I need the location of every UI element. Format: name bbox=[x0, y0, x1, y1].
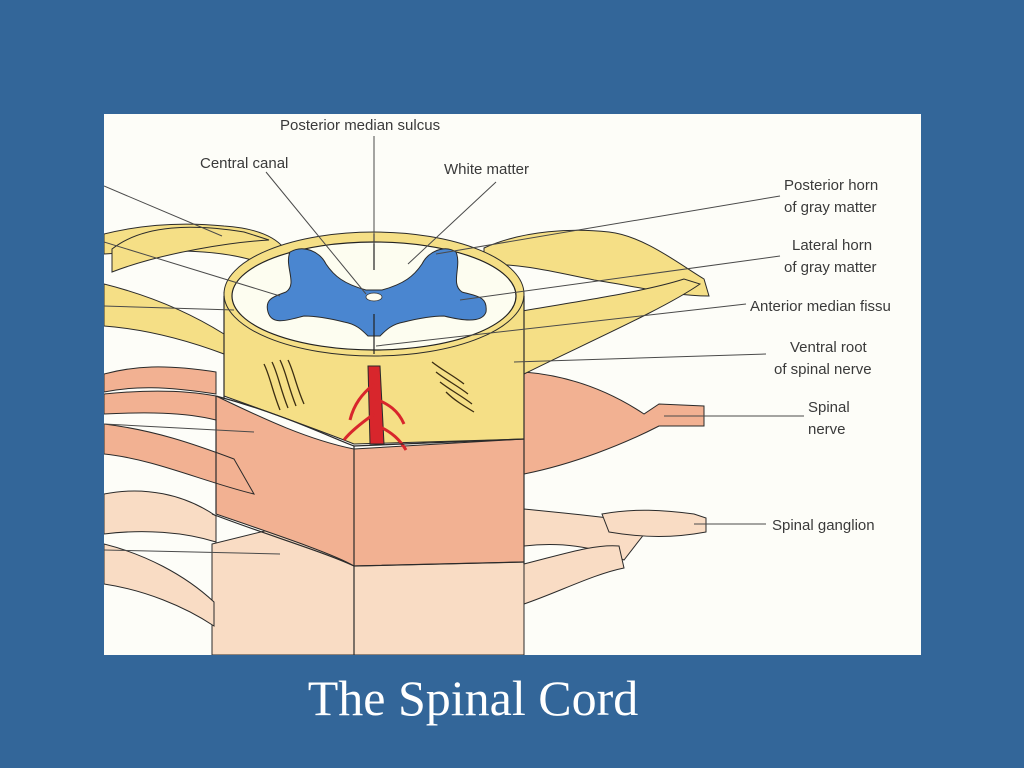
label-central-canal: Central canal bbox=[200, 155, 288, 172]
leader-white-matter bbox=[407, 181, 497, 265]
label-spinal-nerve-line2: nerve bbox=[808, 421, 846, 438]
leader-left-2 bbox=[104, 241, 281, 297]
layer-outlines bbox=[211, 296, 525, 655]
right-pia-nerve bbox=[523, 371, 705, 475]
leader-left-5 bbox=[104, 549, 281, 555]
label-lateral-horn-line2: of gray matter bbox=[784, 259, 877, 276]
left-ventral-root bbox=[104, 283, 225, 355]
gray-matter bbox=[266, 248, 487, 337]
labels: Posterior median sulcus Central canal Wh… bbox=[200, 117, 891, 534]
vessel-branches bbox=[342, 382, 408, 451]
label-spinal-ganglion: Spinal ganglion bbox=[772, 517, 875, 534]
diagram-canvas: Posterior median sulcus Central canal Wh… bbox=[104, 117, 891, 655]
leader-lateral-horn bbox=[459, 255, 781, 301]
label-ventral-root-line1: Ventral root bbox=[790, 339, 868, 356]
leader-posterior-horn bbox=[435, 195, 781, 255]
label-lateral-horn-line1: Lateral horn bbox=[792, 237, 872, 254]
leader-anterior-median-fissure bbox=[375, 303, 747, 347]
label-white-matter: White matter bbox=[444, 161, 529, 178]
left-bottom-nerve-root bbox=[104, 543, 215, 627]
spinal-ganglion-shape bbox=[601, 509, 707, 537]
label-posterior-horn-line2: of gray matter bbox=[784, 199, 877, 216]
leader-ventral-root bbox=[513, 353, 767, 363]
leader-central-canal bbox=[265, 171, 367, 295]
right-ventral-root bbox=[503, 278, 702, 375]
blood-vessel bbox=[342, 365, 408, 451]
rootlets bbox=[263, 359, 475, 413]
leader-left-1 bbox=[104, 185, 223, 237]
right-bottom-nerve-root bbox=[523, 545, 625, 605]
left-pia-nerve bbox=[104, 390, 217, 421]
label-ventral-root-line2: of spinal nerve bbox=[774, 361, 872, 378]
central-canal bbox=[365, 292, 383, 302]
left-lower-nerve-root bbox=[104, 490, 217, 543]
label-posterior-horn-line1: Posterior horn bbox=[784, 177, 878, 194]
leader-lines bbox=[104, 136, 804, 555]
left-pia-root-upper bbox=[104, 366, 217, 395]
slide-title: The Spinal Cord bbox=[307, 670, 639, 726]
label-posterior-median-sulcus: Posterior median sulcus bbox=[280, 117, 440, 134]
label-anterior-median-fissure: Anterior median fissu bbox=[750, 298, 891, 315]
leader-left-4 bbox=[104, 423, 255, 433]
right-dorsal-root bbox=[483, 229, 710, 297]
left-upper-nerve bbox=[111, 226, 270, 273]
spinal-cord-diagram: Posterior median sulcus Central canal Wh… bbox=[104, 114, 921, 655]
leader-left-3 bbox=[104, 305, 235, 311]
label-spinal-nerve-line1: Spinal bbox=[808, 399, 850, 416]
